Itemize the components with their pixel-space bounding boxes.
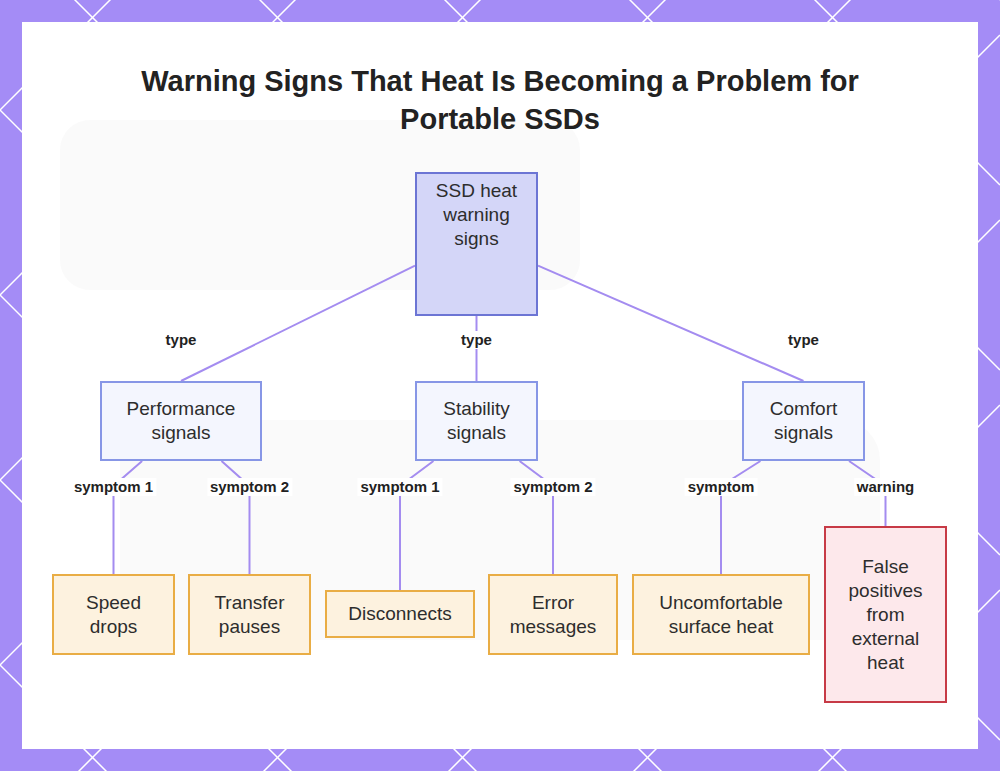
node-text: Performance signals	[110, 397, 252, 445]
symptom-box: Speed drops	[52, 574, 175, 655]
edge-label: symptom 2	[510, 478, 595, 496]
edge-label: symptom	[685, 478, 758, 496]
edge-label: symptom 2	[207, 478, 292, 496]
symptom-box: Error messages	[488, 574, 618, 655]
warning-box: False positives from external heat	[824, 526, 947, 703]
node-text: Disconnects	[348, 602, 452, 626]
node-text: Stability signals	[425, 397, 528, 445]
edge-label: warning	[854, 478, 918, 496]
edge-label: type	[163, 331, 200, 349]
symptom-box: Transfer pauses	[188, 574, 311, 655]
symptom-box: Disconnects	[325, 590, 475, 638]
card	[22, 22, 978, 749]
category-box: Stability signals	[415, 381, 538, 461]
node-text: Error messages	[500, 591, 606, 639]
category-box: Performance signals	[100, 381, 262, 461]
node-text: SSD heat warning signs	[425, 179, 528, 251]
diagram-title: Warning Signs That Heat Is Becoming a Pr…	[130, 62, 870, 138]
edge-label: type	[458, 331, 495, 349]
node-text: False positives from external heat	[838, 555, 933, 675]
edge-label: type	[785, 331, 822, 349]
node-text: Uncomfortable surface heat	[646, 591, 796, 639]
connector	[538, 266, 804, 381]
connector	[181, 266, 415, 381]
category-box: Comfort signals	[742, 381, 865, 461]
node-text: Transfer pauses	[200, 591, 299, 639]
root-box: SSD heat warning signs	[415, 172, 538, 316]
symptom-box: Uncomfortable surface heat	[632, 574, 810, 655]
node-text: Speed drops	[66, 591, 161, 639]
edge-label: symptom 1	[357, 478, 442, 496]
edge-label: symptom 1	[71, 478, 156, 496]
node-text: Comfort signals	[752, 397, 855, 445]
